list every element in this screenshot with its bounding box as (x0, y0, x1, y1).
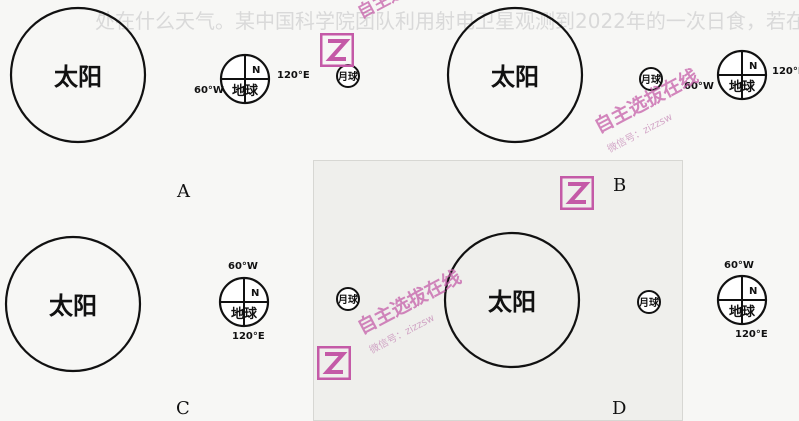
lon-120e-c: 120°E (232, 331, 265, 342)
sun-c (4, 235, 142, 373)
earth-label-c: 地球 (231, 306, 258, 322)
option-a-diagram: 太阳 N 地球 60°W 120°E 月球 (9, 6, 360, 144)
lon-120e-d: 120°E (735, 329, 768, 340)
sun-a (9, 6, 147, 144)
lon-60w-a: 60°W (194, 85, 224, 96)
option-a-label: A (177, 181, 190, 202)
moon-label-b: 月球 (640, 73, 662, 86)
sun-label-c: 太阳 (49, 292, 97, 320)
lon-60w-c: 60°W (228, 261, 258, 272)
lon-60w-d: 60°W (724, 260, 754, 271)
north-label-b: N (749, 61, 757, 72)
option-c-label: C (176, 398, 190, 419)
lon-120e-a: 120°E (277, 70, 310, 81)
sun-label-b: 太阳 (491, 63, 539, 91)
earth-label-d: 地球 (729, 304, 756, 320)
watermark-logo-bottom (317, 346, 351, 380)
lon-60w-b: 60°W (684, 81, 714, 92)
sun-d (443, 231, 581, 369)
sun-label-d: 太阳 (488, 288, 536, 316)
option-c-diagram: 太阳 N 地球 60°W 120°E 月球 (4, 235, 360, 373)
watermark-logo-middle (560, 176, 594, 210)
north-label-d: N (749, 286, 757, 297)
moon-label-c: 月球 (337, 293, 359, 306)
moon-label-d: 月球 (638, 296, 660, 309)
background-question-text: 处在什么天气。某中国科学院团队利用射电卫星观测到2022年的一次日食，若在北京观… (95, 9, 799, 33)
lon-120e-b: 120°E (772, 66, 799, 77)
option-d-label: D (612, 398, 627, 419)
moon-label-a: 月球 (337, 70, 359, 83)
option-b-label: B (613, 175, 627, 196)
moon-c (336, 287, 360, 311)
faded-background-photo (313, 160, 683, 421)
watermark-logo-top (320, 33, 354, 67)
option-d-diagram: 太阳 月球 N 地球 60°W 120°E (443, 231, 768, 369)
sun-b (446, 6, 584, 144)
earth-label-a: 地球 (232, 83, 259, 99)
sun-label-a: 太阳 (54, 63, 102, 91)
north-label-a: N (252, 65, 260, 76)
moon-d (637, 290, 661, 314)
north-label-c: N (251, 288, 259, 299)
option-b-diagram: 太阳 月球 N 地球 60°W 120°E (446, 6, 799, 144)
earth-label-b: 地球 (729, 79, 756, 95)
moon-b (639, 67, 663, 91)
